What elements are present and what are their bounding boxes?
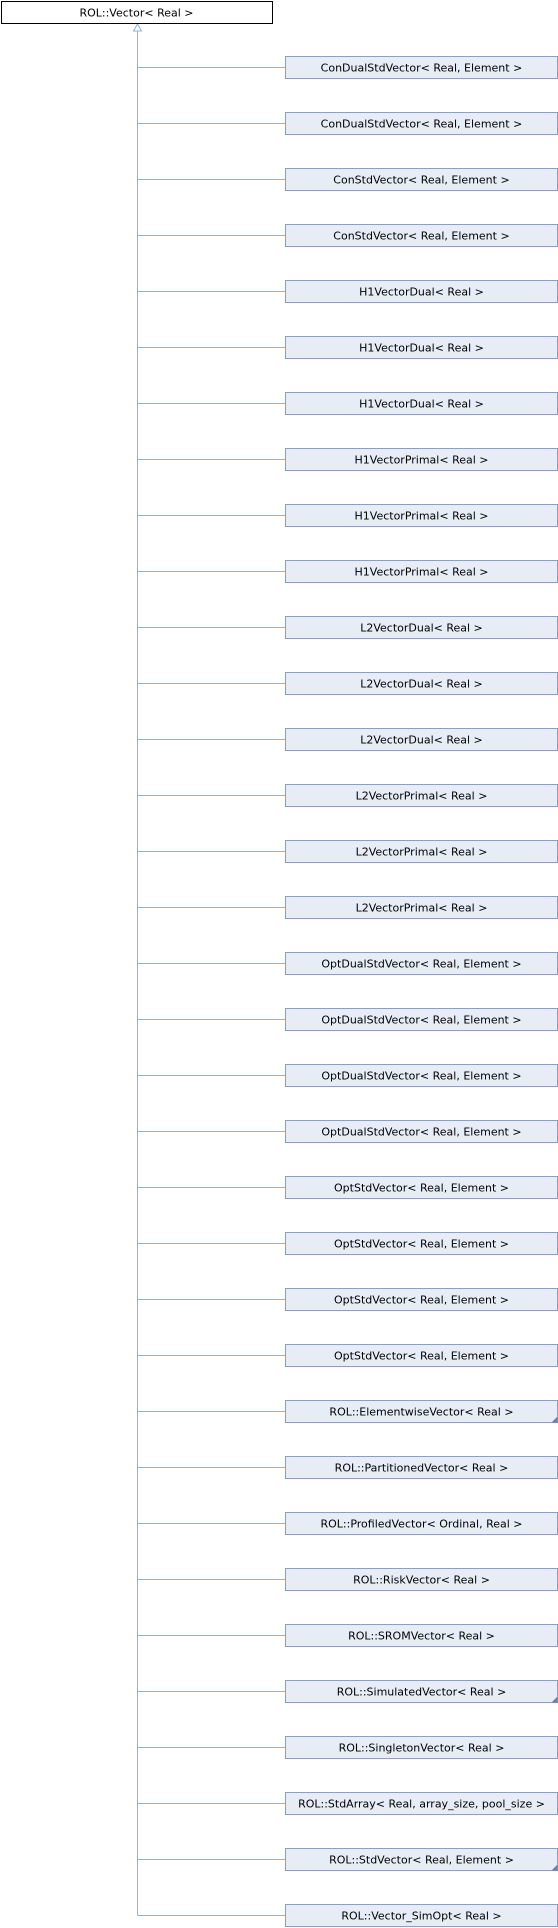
derived-class-label: ROL::SimulatedVector< Real > xyxy=(337,1686,507,1699)
more-subclasses-corner-icon xyxy=(551,1696,558,1703)
derived-class-node[interactable]: L2VectorPrimal< Real > xyxy=(285,784,558,807)
derived-class-node[interactable]: H1VectorDual< Real > xyxy=(285,280,558,303)
root-class-label: ROL::Vector< Real > xyxy=(79,7,193,20)
derived-class-node[interactable]: ROL::StdArray< Real, array_size, pool_si… xyxy=(285,1792,558,1815)
derived-class-node[interactable]: ROL::ProfiledVector< Ordinal, Real > xyxy=(285,1512,558,1535)
more-subclasses-corner-icon xyxy=(551,1864,558,1871)
derived-class-label: ConStdVector< Real, Element > xyxy=(333,174,509,187)
derived-class-node[interactable]: OptStdVector< Real, Element > xyxy=(285,1176,558,1199)
derived-class-node[interactable]: ROL::StdVector< Real, Element > xyxy=(285,1848,558,1871)
derived-class-label: OptStdVector< Real, Element > xyxy=(334,1294,509,1307)
derived-class-label: ConStdVector< Real, Element > xyxy=(333,230,509,243)
derived-class-node[interactable]: ROL::RiskVector< Real > xyxy=(285,1568,558,1591)
derived-class-label: H1VectorDual< Real > xyxy=(359,286,484,299)
derived-class-node[interactable]: ConStdVector< Real, Element > xyxy=(285,224,558,247)
derived-class-node[interactable]: L2VectorDual< Real > xyxy=(285,616,558,639)
derived-class-label: L2VectorPrimal< Real > xyxy=(356,846,488,859)
derived-class-label: L2VectorPrimal< Real > xyxy=(356,902,488,915)
derived-class-node[interactable]: L2VectorDual< Real > xyxy=(285,728,558,751)
derived-class-label: H1VectorPrimal< Real > xyxy=(355,454,489,467)
derived-class-node[interactable]: OptDualStdVector< Real, Element > xyxy=(285,1120,558,1143)
derived-class-label: ROL::PartitionedVector< Real > xyxy=(335,1462,509,1475)
derived-class-node[interactable]: ROL::ElementwiseVector< Real > xyxy=(285,1400,558,1423)
derived-class-label: ROL::ProfiledVector< Ordinal, Real > xyxy=(320,1518,522,1531)
derived-class-label: ROL::RiskVector< Real > xyxy=(353,1574,490,1587)
derived-class-label: OptStdVector< Real, Element > xyxy=(334,1350,509,1363)
derived-class-label: ROL::StdArray< Real, array_size, pool_si… xyxy=(298,1798,545,1811)
derived-class-node[interactable]: ROL::Vector_SimOpt< Real > xyxy=(285,1904,558,1927)
derived-class-label: OptStdVector< Real, Element > xyxy=(334,1182,509,1195)
derived-class-node[interactable]: H1VectorDual< Real > xyxy=(285,392,558,415)
derived-class-label: OptDualStdVector< Real, Element > xyxy=(321,1070,521,1083)
derived-class-label: OptStdVector< Real, Element > xyxy=(334,1238,509,1251)
inheritance-arrowhead xyxy=(132,22,143,32)
derived-class-node[interactable]: ConDualStdVector< Real, Element > xyxy=(285,112,558,135)
derived-class-node[interactable]: ROL::PartitionedVector< Real > xyxy=(285,1456,558,1479)
derived-class-node[interactable]: ROL::SingletonVector< Real > xyxy=(285,1736,558,1759)
derived-class-label: ROL::SingletonVector< Real > xyxy=(339,1742,505,1755)
derived-class-label: ROL::SROMVector< Real > xyxy=(348,1630,495,1643)
derived-class-label: L2VectorDual< Real > xyxy=(360,734,483,747)
derived-class-label: OptDualStdVector< Real, Element > xyxy=(321,958,521,971)
derived-class-node[interactable]: ConStdVector< Real, Element > xyxy=(285,168,558,191)
derived-class-node[interactable]: OptDualStdVector< Real, Element > xyxy=(285,1008,558,1031)
derived-class-label: H1VectorDual< Real > xyxy=(359,398,484,411)
derived-class-node[interactable]: OptDualStdVector< Real, Element > xyxy=(285,1064,558,1087)
derived-class-node[interactable]: H1VectorPrimal< Real > xyxy=(285,504,558,527)
derived-class-label: ConDualStdVector< Real, Element > xyxy=(321,62,523,75)
derived-class-node[interactable]: OptDualStdVector< Real, Element > xyxy=(285,952,558,975)
derived-class-node[interactable]: L2VectorPrimal< Real > xyxy=(285,896,558,919)
root-class-box xyxy=(1,1,273,24)
derived-class-node[interactable]: L2VectorDual< Real > xyxy=(285,672,558,695)
derived-class-nodes: ConDualStdVector< Real, Element > ConDual… xyxy=(285,56,558,1927)
derived-class-node[interactable]: ConDualStdVector< Real, Element > xyxy=(285,56,558,79)
derived-class-node[interactable]: H1VectorDual< Real > xyxy=(285,336,558,359)
derived-class-node[interactable]: ROL::SimulatedVector< Real > xyxy=(285,1680,558,1703)
derived-class-node[interactable]: ROL::SROMVector< Real > xyxy=(285,1624,558,1647)
derived-class-node[interactable]: L2VectorPrimal< Real > xyxy=(285,840,558,863)
derived-class-label: L2VectorDual< Real > xyxy=(360,678,483,691)
root-class-node[interactable]: ROL::Vector< Real > xyxy=(1,1,273,24)
derived-class-label: ROL::ElementwiseVector< Real > xyxy=(329,1406,513,1419)
derived-class-label: L2VectorPrimal< Real > xyxy=(356,790,488,803)
derived-class-label: ConDualStdVector< Real, Element > xyxy=(321,118,523,131)
derived-class-node[interactable]: H1VectorPrimal< Real > xyxy=(285,448,558,471)
derived-class-node[interactable]: OptStdVector< Real, Element > xyxy=(285,1232,558,1255)
derived-class-label: OptDualStdVector< Real, Element > xyxy=(321,1126,521,1139)
derived-class-label: ROL::StdVector< Real, Element > xyxy=(329,1854,514,1867)
derived-class-node[interactable]: OptStdVector< Real, Element > xyxy=(285,1288,558,1311)
derived-class-node[interactable]: OptStdVector< Real, Element > xyxy=(285,1344,558,1367)
derived-class-label: OptDualStdVector< Real, Element > xyxy=(321,1014,521,1027)
derived-class-label: H1VectorDual< Real > xyxy=(359,342,484,355)
inheritance-edges xyxy=(132,22,285,1916)
derived-class-label: H1VectorPrimal< Real > xyxy=(355,566,489,579)
derived-class-node[interactable]: H1VectorPrimal< Real > xyxy=(285,560,558,583)
more-subclasses-corner-icon xyxy=(551,1416,558,1423)
derived-class-label: L2VectorDual< Real > xyxy=(360,622,483,635)
derived-class-label: ROL::Vector_SimOpt< Real > xyxy=(341,1910,501,1923)
derived-class-label: H1VectorPrimal< Real > xyxy=(355,510,489,523)
